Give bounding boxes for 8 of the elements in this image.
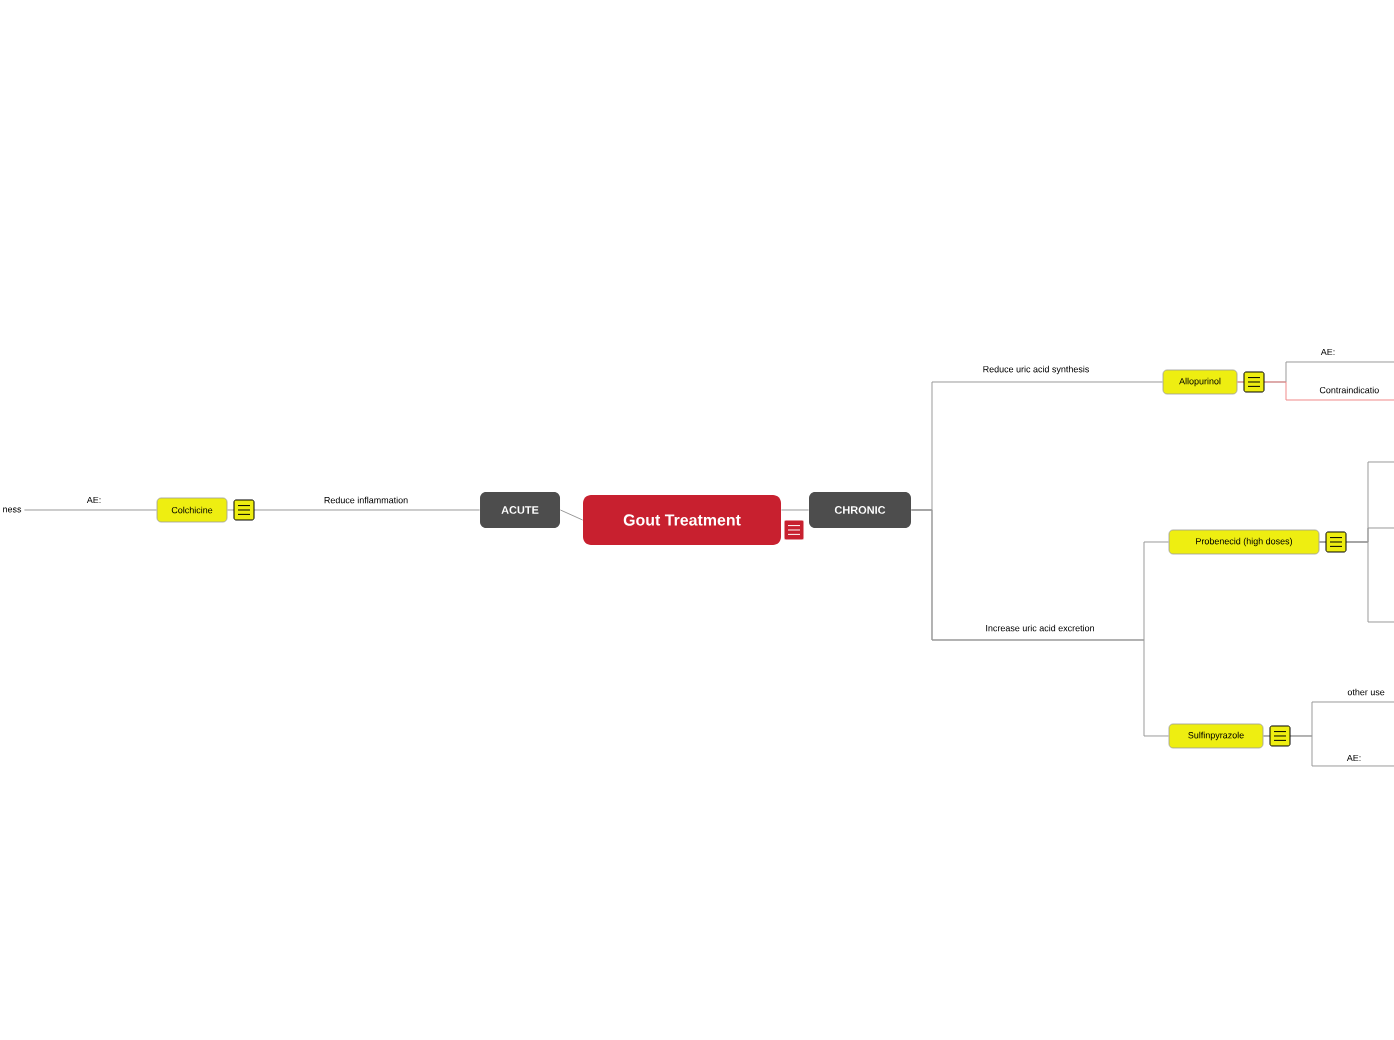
connector-line [226,509,481,511]
connector-line [1236,381,1394,401]
connector-line [910,509,1170,737]
connector-line [780,509,810,511]
connector-line [23,509,158,511]
connector-line [559,509,584,521]
connector-line [1318,541,1394,623]
connector-line [1262,735,1394,767]
